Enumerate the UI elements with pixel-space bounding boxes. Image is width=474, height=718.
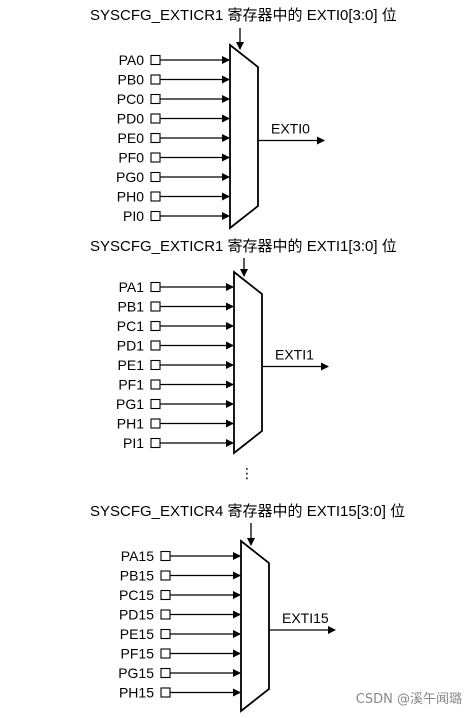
input-pin-label: PD1	[117, 338, 144, 354]
input-pin-label: PA1	[119, 279, 145, 295]
input-pin-box	[150, 320, 161, 332]
input-pin-label: PA15	[121, 548, 154, 564]
input-pin-box	[150, 74, 161, 85]
input-pin-label: PF1	[118, 377, 144, 393]
input-pin-box	[150, 54, 161, 66]
input-pin-label: PC15	[119, 587, 154, 603]
input-pin-label: PG15	[118, 665, 154, 681]
input-pin-box	[150, 281, 161, 293]
mux-body	[229, 43, 259, 230]
input-pin-label: PH15	[119, 685, 154, 701]
input-pin-label: PI1	[123, 435, 144, 451]
watermark: CSDN @溪午闻璐	[356, 692, 462, 707]
input-pin-label: PE15	[120, 626, 154, 642]
input-pin-label: PB1	[118, 299, 145, 315]
input-pin-label: PG1	[116, 396, 144, 412]
input-pin-box	[150, 379, 161, 390]
input-pin-box	[150, 93, 161, 105]
input-pin-box	[160, 687, 171, 698]
input-pin-label: PD15	[119, 607, 154, 623]
mux-group: SYSCFG_EXTICR1 寄存器中的 EXTI0[3:0] 位 PA0PB0P…	[90, 6, 397, 230]
input-pin-box	[150, 113, 161, 124]
input-pin-label: PI0	[123, 208, 144, 224]
input-pin-label: PH1	[117, 416, 144, 432]
input-pin-label: PH0	[117, 189, 144, 205]
input-pin-box	[160, 609, 171, 620]
output-label: EXTI15	[282, 610, 329, 626]
mux-caption: SYSCFG_EXTICR1 寄存器中的 EXTI1[3:0] 位	[90, 237, 397, 255]
mux-body	[233, 270, 263, 455]
input-pin-box	[150, 301, 161, 312]
input-pin-box	[150, 437, 161, 449]
input-pin-box	[150, 210, 161, 222]
input-pin-box	[150, 152, 161, 163]
input-pin-label: PE0	[118, 130, 145, 146]
input-pin-box	[160, 628, 171, 640]
mux-group: SYSCFG_EXTICR4 寄存器中的 EXTI15[3:0] 位 PA15PB…	[90, 502, 405, 713]
input-pin-label: PB0	[118, 72, 145, 88]
input-pin-label: PF15	[121, 646, 155, 662]
input-pin-label: PC1	[117, 318, 144, 334]
mux-group: SYSCFG_EXTICR1 寄存器中的 EXTI1[3:0] 位 PA1PB1P…	[90, 237, 397, 455]
input-pin-box	[150, 418, 161, 429]
input-pin-box	[160, 589, 171, 601]
input-pin-box	[150, 191, 161, 202]
continuation-dots: ⋮	[240, 465, 254, 481]
output-label: EXTI1	[275, 347, 314, 363]
mux-body	[240, 539, 270, 713]
input-pin-box	[150, 171, 161, 183]
input-pin-label: PA0	[119, 52, 145, 68]
input-pin-box	[150, 359, 161, 371]
input-pin-label: PD0	[117, 111, 144, 127]
input-pin-label: PG0	[116, 169, 144, 185]
mux-caption: SYSCFG_EXTICR4 寄存器中的 EXTI15[3:0] 位	[90, 502, 405, 520]
mux-caption: SYSCFG_EXTICR1 寄存器中的 EXTI0[3:0] 位	[90, 6, 397, 24]
input-pin-label: PF0	[118, 150, 144, 166]
input-pin-box	[150, 398, 161, 410]
input-pin-box	[160, 570, 171, 581]
input-pin-label: PC0	[117, 91, 144, 107]
input-pin-box	[150, 132, 161, 144]
input-pin-box	[160, 648, 171, 659]
input-pin-label: PB15	[120, 568, 154, 584]
input-pin-label: PE1	[118, 357, 145, 373]
output-label: EXTI0	[271, 121, 310, 137]
input-pin-box	[150, 340, 161, 351]
input-pin-box	[160, 550, 171, 562]
input-pin-box	[160, 667, 171, 679]
